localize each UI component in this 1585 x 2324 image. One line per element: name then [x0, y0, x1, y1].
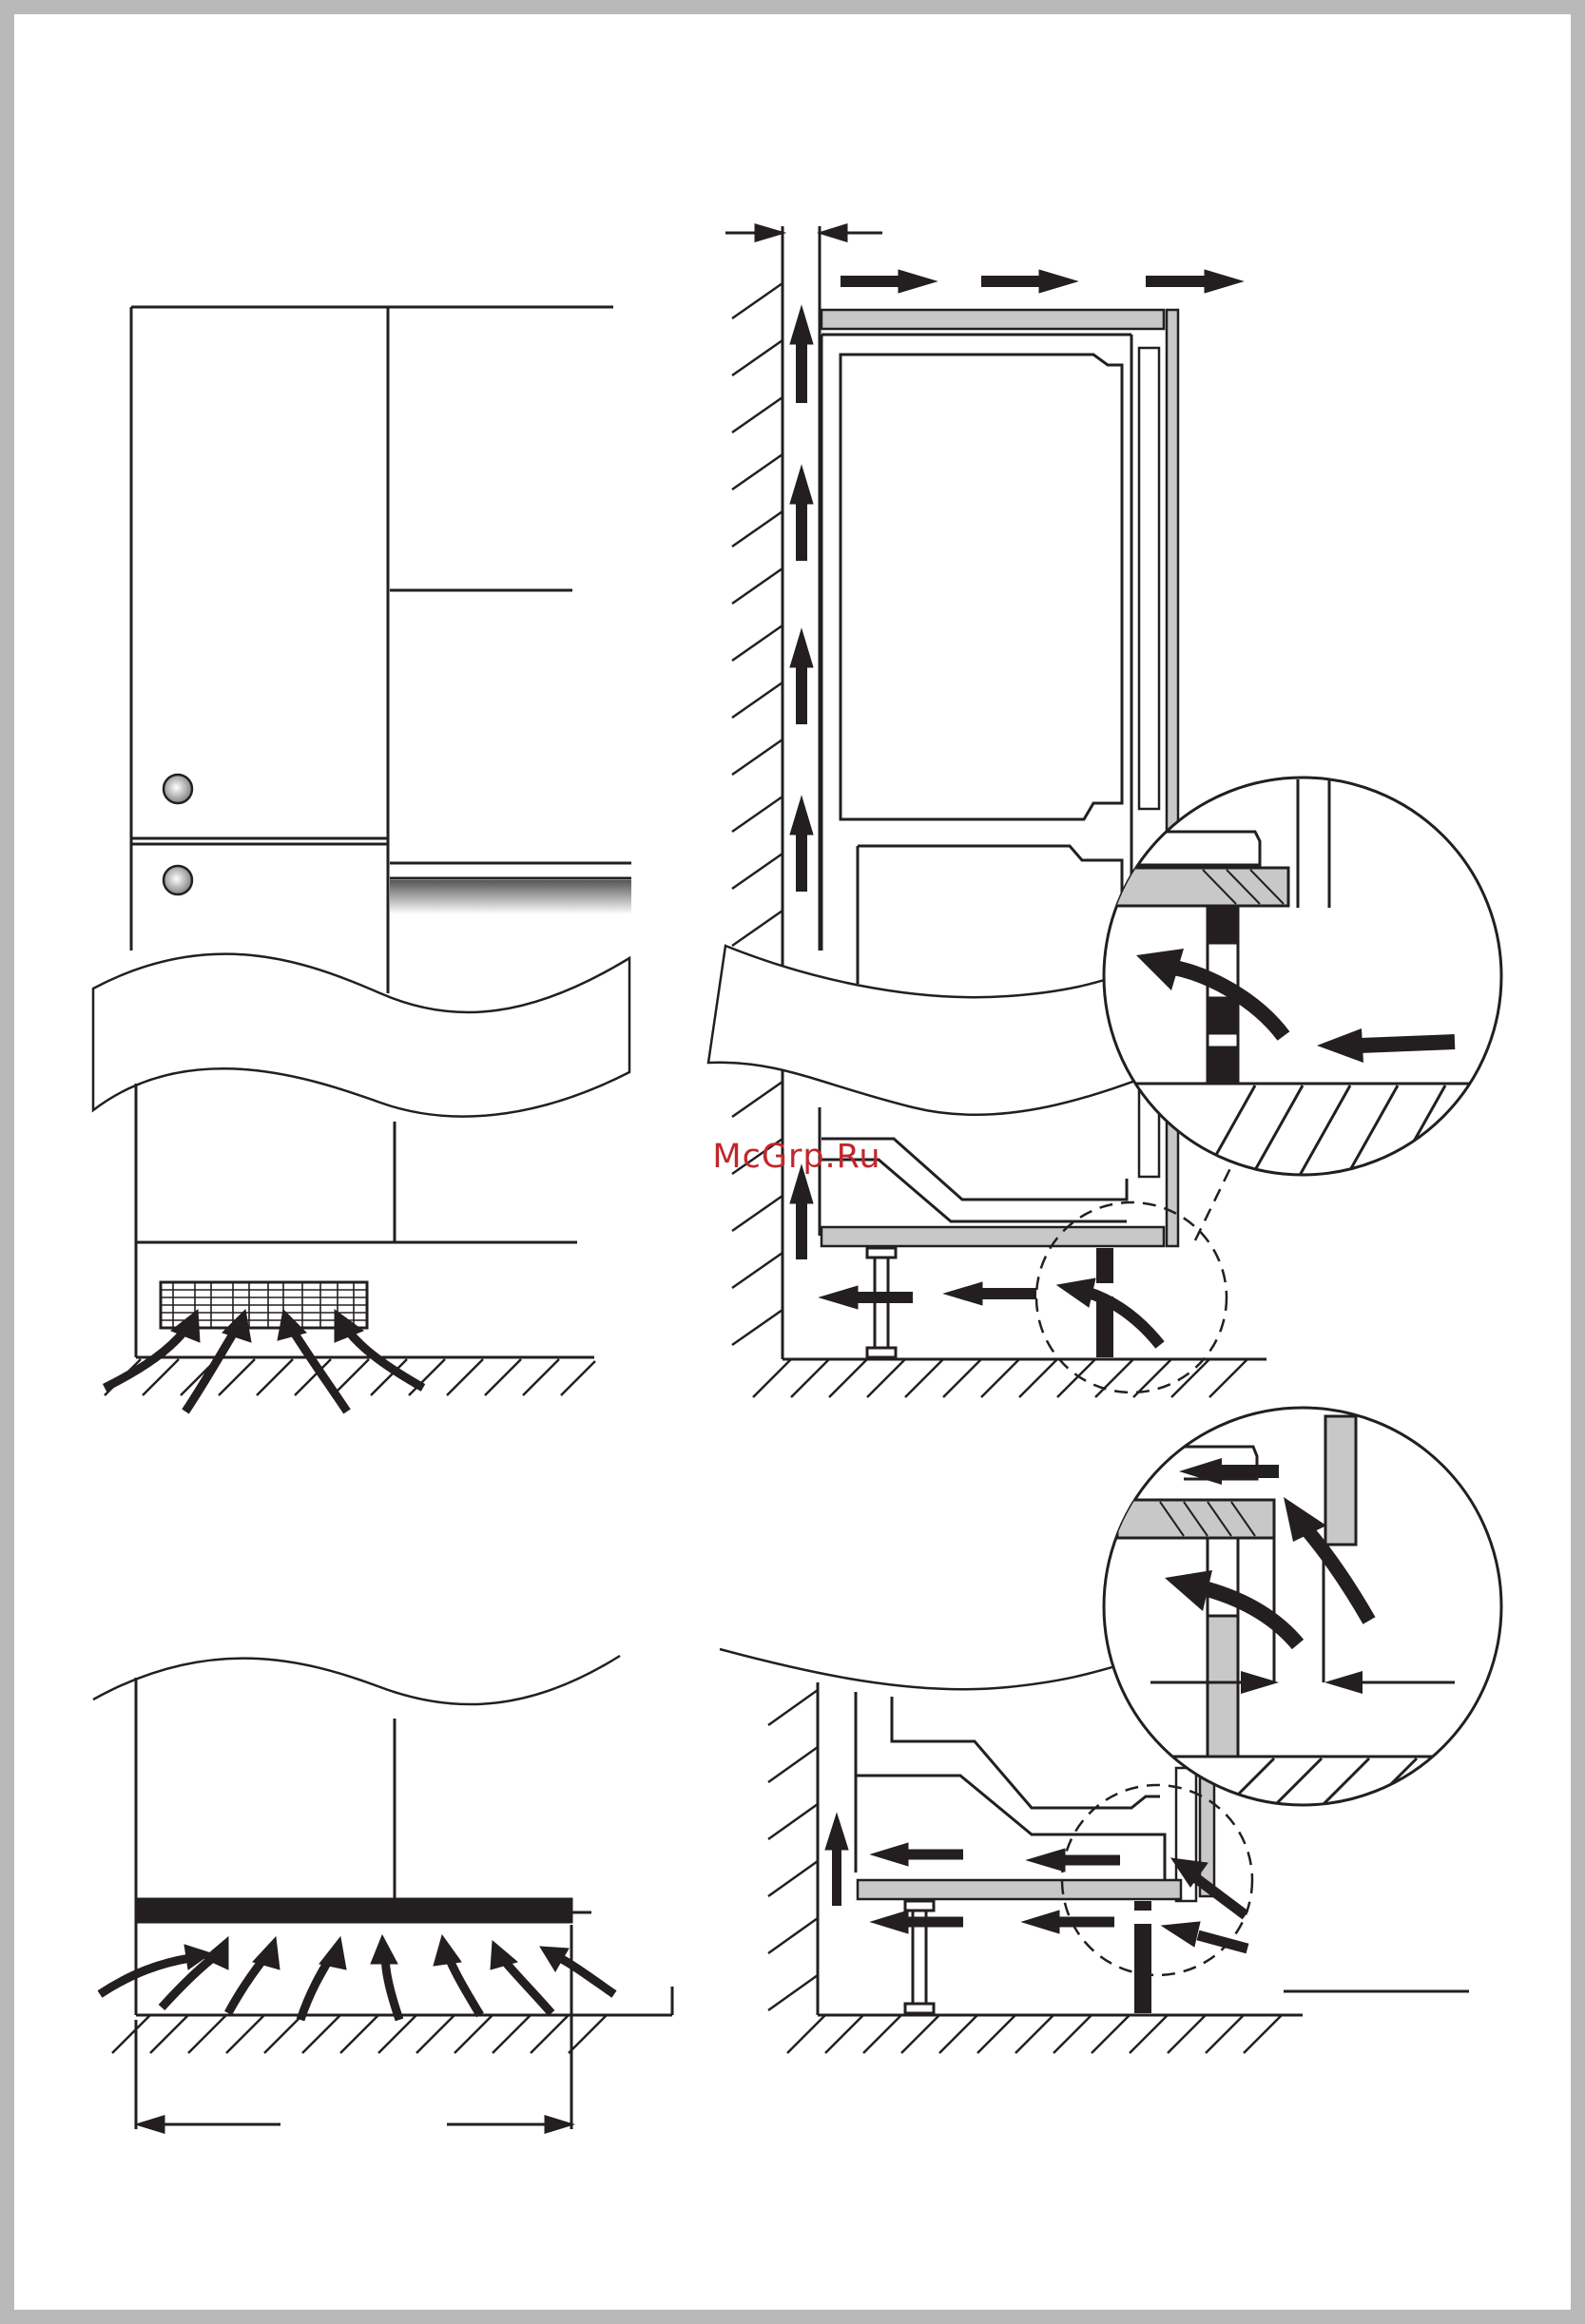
cabinet-front-top	[131, 307, 631, 993]
cabinet-front-bottom	[136, 1678, 672, 2132]
floor-hatch-1	[105, 1359, 595, 1395]
airflow-arrows-1	[105, 1310, 423, 1412]
watermark-text: McGrp.Ru	[702, 1138, 892, 1176]
detail-circle-bottom	[1093, 1408, 1512, 1806]
detail-circle-top	[1093, 778, 1540, 1179]
floor-hatch-4	[787, 2015, 1282, 2053]
airflow-arrows-3	[100, 1935, 614, 2020]
break-waves-3	[93, 1656, 620, 1704]
floor-hatch-3	[112, 2015, 607, 2053]
cabinet-front-top-lower	[136, 1084, 594, 1357]
break-waves-1	[93, 954, 629, 1117]
floor-hatch-2	[753, 1359, 1247, 1397]
